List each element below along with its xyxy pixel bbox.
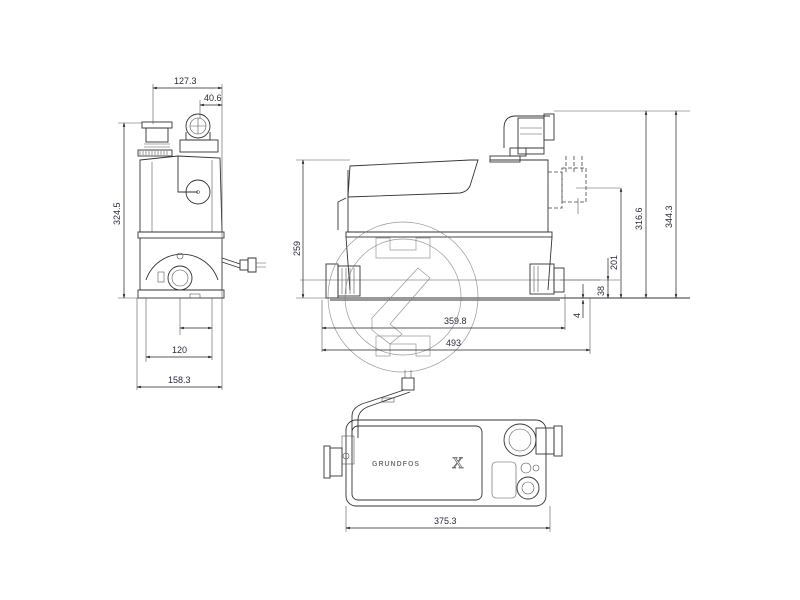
side-view	[137, 113, 266, 299]
dim-total-length: 493	[446, 338, 461, 348]
dim-base-inner: 120	[172, 345, 187, 355]
dim-outlet-height: 316.6	[634, 207, 644, 230]
side-view-dimensions: 127.3 40.6 324.5 120 158.3	[112, 76, 223, 390]
top-view-dimensions: 375.3	[345, 506, 551, 532]
top-view: GRUNDFOS X	[323, 370, 563, 507]
grundfos-watermark	[327, 221, 479, 373]
front-view-dimensions: 259 316.6 344.3 201 38 4 359.8 493	[292, 110, 690, 354]
brand-mark: X	[452, 455, 464, 472]
front-view	[300, 113, 690, 301]
dim-foot-offset: 4	[572, 313, 582, 318]
dim-total-height: 344.3	[664, 205, 674, 228]
brand-label: GRUNDFOS	[372, 461, 420, 468]
dim-inlet-low-height: 38	[596, 286, 606, 296]
dim-base-total: 158.3	[168, 375, 191, 385]
dim-top-length: 375.3	[434, 516, 457, 526]
dim-inlet-span: 359.8	[444, 316, 467, 326]
dim-top-width: 127.3	[174, 76, 197, 86]
dim-outlet-offset: 40.6	[204, 93, 222, 103]
dim-side-height: 324.5	[112, 202, 122, 225]
dim-body-height: 259	[292, 241, 302, 256]
dim-inlet-center-height: 201	[609, 255, 619, 270]
